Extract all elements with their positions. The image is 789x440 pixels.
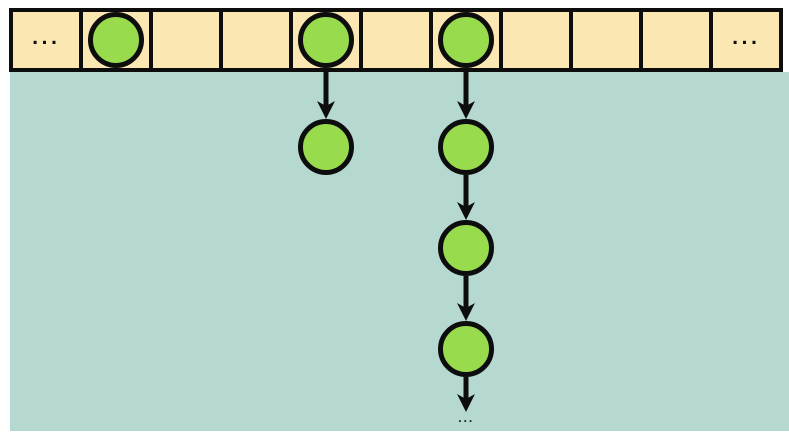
bucket-cell-occupied (293, 12, 363, 68)
chain-arrow-icon (457, 175, 475, 220)
chain-arrow-icon (457, 72, 475, 119)
chain-node (298, 119, 354, 175)
entry-node (438, 12, 494, 68)
node-chain (298, 72, 354, 175)
bucket-cell-empty (363, 12, 433, 68)
chain-node (438, 119, 494, 175)
chain-node (438, 220, 494, 276)
bucket-cell-empty (573, 12, 643, 68)
chain-arrow-icon (457, 377, 475, 412)
bucket-cell-occupied (83, 12, 153, 68)
bucket-cell-empty (503, 12, 573, 68)
chain-node (438, 321, 494, 377)
ellipsis-label: ... (31, 28, 61, 49)
chains-region-background (10, 72, 789, 431)
bucket-cell-empty (153, 12, 223, 68)
node-chain: ... (438, 72, 494, 425)
chain-arrow-icon (457, 276, 475, 321)
entry-node (88, 12, 144, 68)
bucket-array: ...... (9, 8, 783, 72)
chain-continuation-ellipsis: ... (458, 414, 474, 425)
ellipsis-label: ... (731, 28, 761, 49)
bucket-cell-ellipsis: ... (713, 12, 779, 68)
entry-node (298, 12, 354, 68)
bucket-cell-ellipsis: ... (13, 12, 83, 68)
bucket-cell-occupied (433, 12, 503, 68)
bucket-cell-empty (223, 12, 293, 68)
chain-arrow-icon (317, 72, 335, 119)
bucket-cell-empty (643, 12, 713, 68)
